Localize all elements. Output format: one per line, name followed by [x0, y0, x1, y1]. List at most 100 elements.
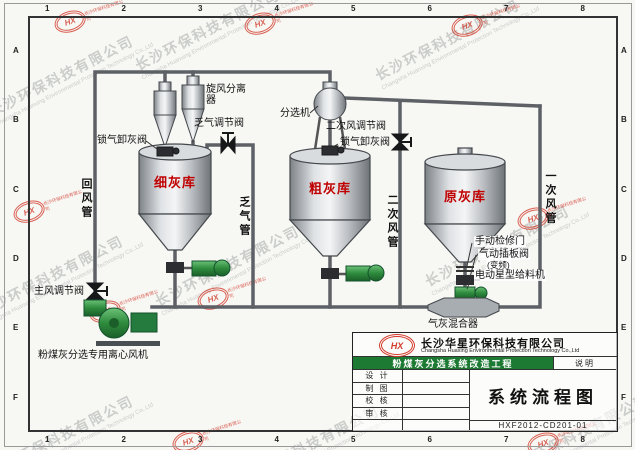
grid-ref-label: F: [13, 392, 18, 402]
label-main-air-valve: 主风调节阀: [34, 286, 84, 297]
gas-ash-mixer: [427, 297, 500, 318]
grid-ref-label: A: [13, 46, 19, 55]
silo-fine-cone: [137, 213, 213, 251]
pneumatic-gate-valve: [456, 275, 474, 285]
field-value: [403, 395, 469, 407]
airlock-valve-right: [321, 145, 339, 156]
leader-manual-door: [466, 242, 473, 267]
grid-ref-label: D: [621, 253, 627, 263]
grid-ref-label: 5: [351, 435, 356, 444]
fine-discharge-valve: [166, 262, 184, 273]
label-pipe-return: 回风管: [80, 178, 92, 220]
pipe-primary-riser: [495, 104, 542, 309]
grid-ref-label: 3: [198, 4, 203, 13]
leader-airlock-left: [145, 140, 158, 150]
titleblock-bottom-strip: [353, 420, 469, 430]
label-silo-raw: 原灰库: [444, 189, 487, 204]
field-value: [403, 383, 469, 395]
coarse-silo-feeder: [321, 264, 385, 282]
silo-raw-body: [424, 161, 506, 225]
grid-ref-label: E: [13, 323, 19, 333]
grid-ref-label: 1: [45, 4, 50, 13]
field-label-approve: 审 核: [353, 407, 403, 419]
classifier-body: [313, 87, 347, 121]
silo-raw-top: [424, 153, 506, 171]
leader-pneumatic-gate: [469, 254, 477, 278]
airlock-valves: [156, 145, 345, 157]
grid-ref-label: 7: [504, 435, 509, 444]
grid-ref-label: 8: [580, 4, 585, 13]
title-block: HX 长沙华星环保科技有限公司 Changsha Huaxing Environ…: [352, 332, 618, 432]
rotary-feeder-motor: [474, 286, 488, 300]
airlock-valve-left-motor: [172, 147, 180, 155]
grid-ref-label: C: [621, 184, 627, 194]
cyclone2-cone: [181, 108, 205, 144]
secondary-air-valve: [390, 133, 410, 143]
main-air-valve: [85, 290, 105, 300]
grid-ref-label: C: [13, 184, 19, 194]
leader-classifier: [309, 105, 319, 114]
silo-coarse-body: [289, 155, 371, 221]
label-manual-door: 手动检修门: [474, 236, 526, 247]
field-label-design: 设 计: [353, 370, 403, 382]
main-air-valve: [85, 282, 105, 292]
label-silo-fine: 细灰库: [154, 175, 197, 190]
grid-ref-label: F: [621, 392, 626, 402]
field-value: [403, 370, 469, 382]
label-fan: 粉煤灰分选专用离心风机: [38, 350, 148, 361]
grid-ref-label: 2: [121, 4, 126, 13]
fan-outlet: [83, 299, 107, 317]
rotary-feeder: [454, 286, 476, 300]
label-airlock-left: 锁气卸灰阀: [97, 135, 147, 146]
label-silo-coarse: 粗灰库: [309, 181, 352, 196]
coarse-feeder-motor: [367, 264, 385, 282]
grid-ref-label: B: [13, 115, 19, 125]
cyclone2-body: [181, 84, 205, 110]
label-pipe-exhaust: 乏气管: [238, 196, 250, 238]
fine-feeder-motor: [213, 259, 231, 277]
coarse-feeder-body: [345, 265, 371, 282]
fine-silo-feeder: [166, 259, 231, 277]
field-label-check: 校 核: [353, 395, 403, 407]
grid-ref-label: 6: [427, 4, 432, 13]
leader-lines: [145, 105, 477, 290]
silo-coarse-cone: [288, 219, 372, 257]
centrifugal-fan: [83, 299, 160, 346]
cyclone1-cap: [158, 81, 172, 92]
grid-ref-label: 6: [427, 435, 432, 444]
pipe-primary-slant: [342, 96, 542, 108]
label-pipe-secondary: 二次风管: [386, 194, 398, 250]
grid-ref-label: B: [621, 115, 627, 125]
fan-hub: [109, 318, 119, 328]
airlock-valve-right-motor: [337, 146, 345, 154]
grid-ref-label: 8: [580, 435, 585, 444]
label-mixer: 气灰混合器: [428, 319, 478, 330]
company-name-en: Changsha Huaxing Environmental Protectio…: [421, 348, 580, 354]
titleblock-field-row: 校 核: [353, 395, 469, 408]
grid-ref-label: 5: [351, 4, 356, 13]
secondary-air-valve-stem: [400, 137, 412, 147]
project-name-bar: 粉煤灰分选系统改造工程: [353, 357, 553, 370]
drawing-title: 系统流程图: [469, 370, 616, 420]
field-value: [403, 408, 469, 420]
pipe-main-return: [93, 70, 332, 314]
fan-motor: [130, 312, 158, 333]
note-cell: 说明: [553, 357, 616, 370]
cyclone-separators: [153, 75, 205, 149]
cyclone1-body: [153, 90, 177, 116]
titleblock-field-row: 制 图: [353, 382, 469, 395]
main-air-valve-stem: [95, 286, 108, 296]
leader-airlock-right: [330, 143, 339, 149]
label-pipe-primary: 一次风管: [544, 170, 556, 226]
field-label-draft: 制 图: [353, 382, 403, 394]
label-pneumatic-gate: 气动插板阀: [478, 249, 530, 260]
grid-ref-label: 4: [274, 435, 279, 444]
label-cyclone: 旋风分离器: [206, 84, 246, 106]
fine-feeder-body: [191, 260, 217, 277]
exhaust-valve: [220, 135, 229, 155]
label-secondary-air-valve: 二次风调节阀: [326, 121, 386, 132]
drawing-number: HXF2012-CD201-01: [469, 420, 616, 430]
grid-ref-label: A: [621, 46, 627, 55]
